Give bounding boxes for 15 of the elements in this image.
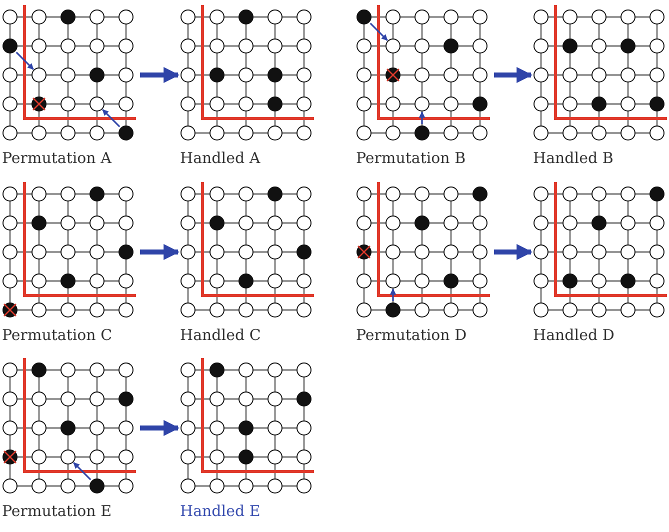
panel-caption: Permutation C	[2, 326, 112, 344]
arrow	[494, 244, 533, 260]
panel-caption: Permutation D	[356, 326, 467, 344]
panel-caption: Handled E	[180, 502, 260, 520]
panel-caption: Handled C	[180, 326, 261, 344]
panel-caption: Permutation E	[2, 502, 112, 520]
arrow	[140, 420, 180, 436]
panel-caption: Handled A	[180, 149, 260, 167]
panel-caption: Handled B	[533, 149, 614, 167]
arrow	[494, 67, 533, 83]
arrow	[140, 244, 180, 260]
panel-caption: Handled D	[533, 326, 614, 344]
arrow	[140, 67, 180, 83]
panel-caption: Permutation A	[2, 149, 112, 167]
panel-caption: Permutation B	[356, 149, 466, 167]
